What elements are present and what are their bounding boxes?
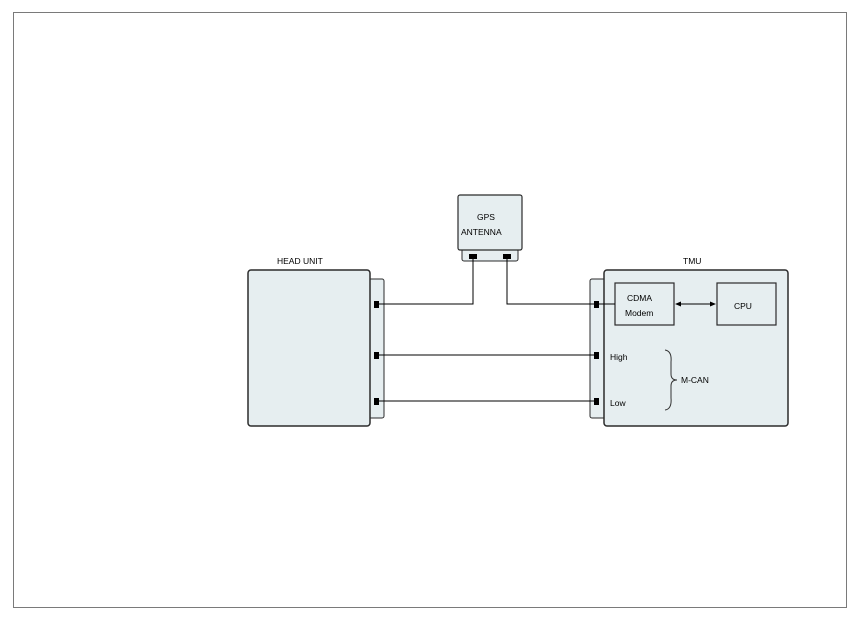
gps-antenna-label-line1: GPS — [477, 212, 495, 222]
tmu-label: TMU — [683, 256, 701, 266]
m-can-label: M-CAN — [681, 375, 709, 385]
wiring — [379, 259, 712, 402]
wire-gps-to-tmu — [506, 259, 594, 305]
tmu-pin-high — [594, 352, 599, 359]
tmu-block: TMU CDMA Modem CPU High Low M-CAN — [589, 256, 789, 427]
cpu-label: CPU — [734, 301, 752, 311]
head-unit-label: HEAD UNIT — [277, 256, 323, 266]
cdma-modem-box — [614, 282, 675, 326]
arrowhead-left — [675, 301, 681, 307]
gps-pin-2 — [503, 254, 511, 259]
cdma-modem-label-line1: CDMA — [627, 293, 652, 303]
head-unit-box — [247, 269, 371, 427]
tmu-pin-low — [594, 398, 599, 405]
m-can-brace — [664, 349, 678, 411]
cdma-modem-label-line2: Modem — [625, 308, 653, 318]
arrowhead-right — [710, 301, 716, 307]
head-unit-pin-gps — [374, 301, 379, 308]
gps-antenna-box — [457, 194, 523, 251]
head-unit-pin-high — [374, 352, 379, 359]
wire-gps-to-head-unit — [379, 259, 474, 305]
gps-antenna-block: GPS ANTENNA — [457, 194, 523, 262]
cpu-box — [716, 282, 777, 326]
head-unit-pin-low — [374, 398, 379, 405]
can-low-label: Low — [610, 398, 626, 408]
can-high-label: High — [610, 352, 628, 362]
head-unit-block: HEAD UNIT — [247, 256, 385, 427]
gps-antenna-label-line2: ANTENNA — [461, 227, 502, 237]
gps-pin-1 — [469, 254, 477, 259]
tmu-pin-gps — [594, 301, 599, 308]
